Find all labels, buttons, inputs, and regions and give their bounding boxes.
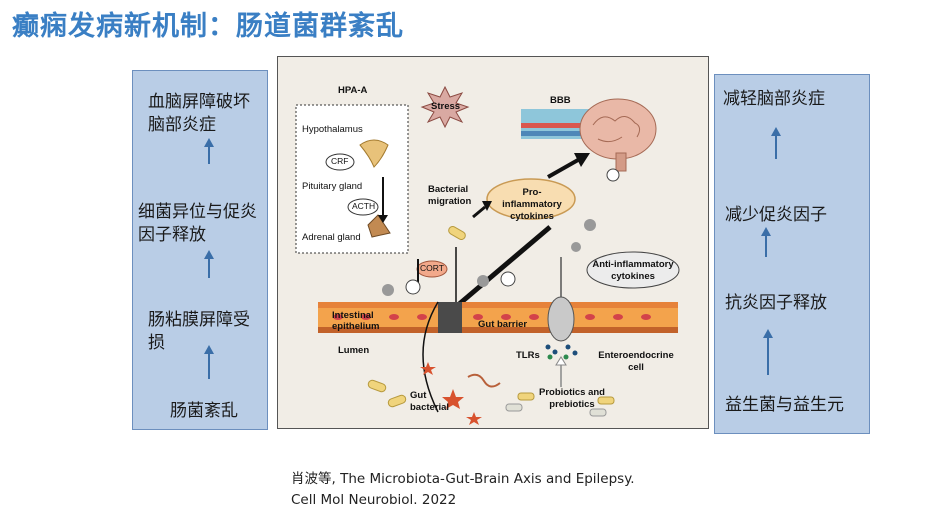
left-item-2: 细菌异位与促炎因子释放: [138, 202, 257, 245]
right-arrow-3: [763, 329, 773, 375]
label-pro-inflammatory: Pro-inflammatory cytokines: [502, 187, 562, 222]
right-item-1: 减轻脑部炎症: [723, 89, 825, 109]
slide-title: 癫痫发病新机制：肠道菌群紊乱: [12, 11, 404, 42]
label-crf: CRF: [331, 156, 349, 166]
label-lumen: Lumen: [338, 345, 370, 356]
left-arrow-2: [204, 250, 214, 278]
citation-line-2: Cell Mol Neurobiol. 2022: [291, 492, 457, 508]
left-item-3: 肠粘膜屏障受损: [148, 310, 250, 353]
figure-artwork: [295, 85, 680, 425]
right-arrow-2: [761, 227, 771, 257]
left-panel: 血脑屏障破坏脑部炎症 细菌异位与促炎因子释放 肠粘膜屏障受损 肠菌紊乱: [132, 70, 268, 430]
label-enteroendocrine: Enteroendocrine cell: [598, 350, 674, 373]
label-probiotics: Probiotics and prebiotics: [539, 387, 605, 410]
label-anti-inflammatory: Anti-inflammatory cytokines: [592, 259, 674, 282]
right-panel: 减轻脑部炎症 减少促炎因子 抗炎因子释放 益生菌与益生元: [714, 74, 870, 434]
label-pituitary: Pituitary gland: [302, 181, 363, 192]
label-stress: Stress: [431, 101, 461, 112]
label-acth: ACTH: [352, 201, 376, 211]
left-arrow-1: [204, 138, 214, 164]
citation-line-1: 肖波等, The Microbiota-Gut-Brain Axis and E…: [291, 471, 635, 487]
left-item-1: 血脑屏障破坏脑部炎症: [148, 92, 250, 135]
left-item-4: 肠菌紊乱: [170, 401, 238, 421]
right-item-2: 减少促炎因子: [725, 205, 827, 225]
label-hpa: HPA-A: [338, 85, 368, 96]
gut-brain-axis-figure: HPA-A Stress Hypothalamus CRF Pituitary …: [277, 56, 709, 429]
label-tlrs: TLRs: [516, 350, 540, 361]
label-intestinal-epithelium: Intestinal epithelium: [332, 310, 380, 332]
label-gut-bacterial: Gut bacterial: [410, 390, 450, 413]
left-arrow-3: [204, 345, 214, 379]
label-bbb: BBB: [550, 95, 571, 106]
right-item-4: 益生菌与益生元: [725, 395, 844, 415]
label-bacterial-migration: Bacterial migration: [428, 184, 472, 207]
label-adrenal: Adrenal gland: [302, 232, 361, 243]
label-hypothalamus: Hypothalamus: [302, 124, 363, 135]
right-item-3: 抗炎因子释放: [725, 293, 827, 313]
label-cort: CORT: [420, 263, 444, 273]
label-gut-barrier: Gut barrier: [478, 319, 528, 330]
right-arrow-1: [771, 127, 781, 159]
